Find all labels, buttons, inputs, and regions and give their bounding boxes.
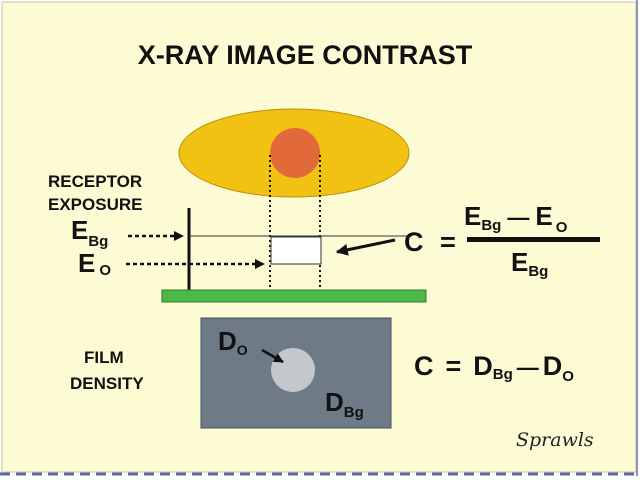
fraction-denominator: EBg	[511, 247, 548, 280]
receptor-bar	[161, 289, 427, 303]
slide-title: X-RAY IMAGE CONTRAST	[138, 40, 473, 70]
exposure-contrast-c: C	[404, 227, 424, 257]
fraction-bar	[467, 237, 600, 242]
signature: Sprawls	[516, 429, 594, 451]
receptor-label-line1: RECEPTOR	[48, 172, 142, 191]
d-bg-label: DBg	[325, 387, 364, 421]
d-o-label: DO	[218, 326, 248, 358]
object-core	[270, 128, 320, 178]
film-contrast-formula: C=DBg—DO	[414, 351, 574, 385]
film-label-line2: DENSITY	[70, 374, 144, 393]
receptor-label-line2: EXPOSURE	[48, 195, 142, 214]
d-o-arrow	[261, 348, 284, 364]
exposure-contrast-equals: =	[440, 227, 456, 257]
contrast-pointer-arrow	[335, 238, 396, 256]
e-bg-label: EBg	[71, 215, 108, 250]
film-label-line1: FILM	[84, 348, 124, 367]
film-object-spot	[271, 348, 315, 392]
object-exposure-box	[270, 236, 322, 265]
